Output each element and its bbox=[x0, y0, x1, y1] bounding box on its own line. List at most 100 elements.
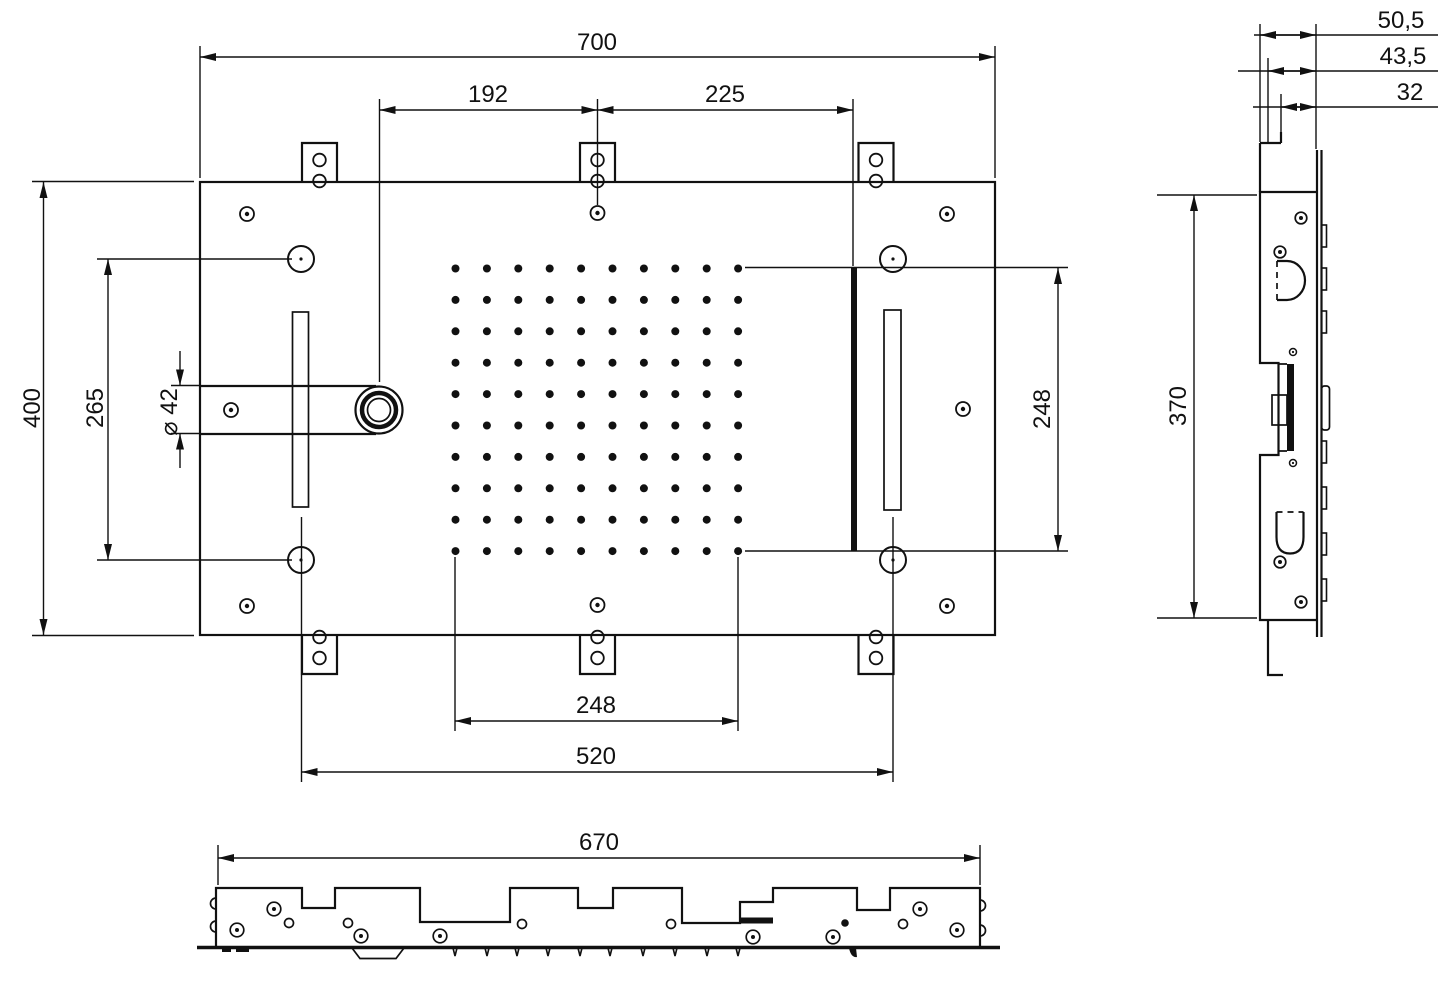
screw-hole-center bbox=[595, 210, 600, 216]
dim-370-extensions bbox=[1157, 194, 1257, 619]
mounting-tab-bottom-left bbox=[300, 635, 339, 676]
spring-clip bbox=[1320, 532, 1328, 556]
dim-520-label: 520 bbox=[576, 743, 616, 770]
dim-505-extensions bbox=[1259, 24, 1317, 149]
side-screw-center bbox=[1299, 600, 1303, 604]
side-top-hook bbox=[1258, 132, 1283, 192]
spray-nozzle bbox=[671, 515, 680, 524]
spray-nozzle bbox=[545, 358, 554, 367]
dim-192-label: 192 bbox=[468, 81, 508, 108]
side-screw-outer bbox=[1273, 245, 1287, 259]
spray-nozzle bbox=[451, 421, 460, 430]
spray-nozzle bbox=[671, 327, 680, 336]
dim-670-extensions bbox=[217, 845, 981, 885]
rivet-hole-outer bbox=[949, 922, 965, 938]
spray-nozzle bbox=[702, 421, 711, 430]
spray-nozzle bbox=[702, 484, 711, 493]
spray-nozzle bbox=[734, 452, 743, 461]
spray-nozzle bbox=[545, 327, 554, 336]
side-bottom-hook bbox=[1266, 620, 1283, 677]
spring-clip bbox=[1320, 486, 1328, 510]
spray-nozzle bbox=[482, 547, 491, 556]
lower-keyhole-cutout bbox=[1275, 512, 1305, 555]
dim-42-label: ⌀ 42 bbox=[156, 388, 183, 436]
nozzle-tick bbox=[452, 947, 458, 957]
spray-nozzle bbox=[577, 484, 586, 493]
spray-nozzle bbox=[577, 327, 586, 336]
rivet-hole-outer bbox=[912, 901, 928, 917]
left-slot bbox=[291, 311, 310, 508]
side-screw-center bbox=[1278, 560, 1282, 564]
dim-505-label: 50,5 bbox=[1378, 7, 1425, 34]
bottom-ticks bbox=[452, 947, 741, 957]
plain-hole bbox=[897, 918, 909, 930]
dim-700-extensions bbox=[199, 46, 996, 178]
screw-hole-center bbox=[595, 602, 600, 608]
spray-nozzle bbox=[451, 390, 460, 399]
tab-holes bbox=[312, 152, 884, 666]
spray-nozzle bbox=[577, 421, 586, 430]
screw-hole-outer bbox=[239, 206, 255, 222]
spray-nozzle bbox=[734, 264, 743, 273]
spray-nozzle bbox=[514, 327, 523, 336]
dim-225-label: 225 bbox=[705, 81, 745, 108]
dimensions: 700 192 225 400 265 ⌀ 42 248 248 520 bbox=[19, 7, 1438, 885]
tab-hole bbox=[868, 152, 884, 168]
dim-400-label: 400 bbox=[19, 388, 46, 428]
spray-nozzle bbox=[608, 295, 617, 304]
nozzle-tick bbox=[640, 947, 646, 957]
spray-nozzle bbox=[702, 547, 711, 556]
bottom-holes bbox=[229, 901, 965, 945]
spray-nozzle bbox=[702, 358, 711, 367]
spring-clip bbox=[1320, 224, 1328, 248]
dim-435-label: 43,5 bbox=[1380, 43, 1427, 70]
spray-nozzle bbox=[451, 358, 460, 367]
nozzle-tick bbox=[607, 947, 613, 957]
spray-nozzle bbox=[671, 452, 680, 461]
screw-hole-outer bbox=[939, 206, 955, 222]
bottom-dark-bar bbox=[740, 917, 773, 924]
spray-nozzle bbox=[608, 515, 617, 524]
mounting-tab-bottom-right bbox=[857, 635, 895, 676]
spray-nozzle bbox=[639, 358, 648, 367]
alignment-circle-center bbox=[299, 257, 303, 261]
spray-nozzle bbox=[577, 515, 586, 524]
spray-nozzle bbox=[671, 358, 680, 367]
spray-nozzle bbox=[514, 515, 523, 524]
rivet-hole-outer bbox=[353, 928, 369, 944]
rivet-hole-center bbox=[235, 928, 239, 932]
dim-670-label: 670 bbox=[579, 829, 619, 856]
rivet-hole-center bbox=[438, 934, 442, 938]
dim-248b-extensions bbox=[454, 557, 739, 731]
rivet-hole-outer bbox=[745, 929, 761, 945]
rivet-hole-outer bbox=[229, 922, 245, 938]
spray-nozzle bbox=[734, 358, 743, 367]
side-pin-hole bbox=[1288, 458, 1298, 468]
plain-hole bbox=[516, 918, 528, 930]
dim-32-label: 32 bbox=[1397, 79, 1424, 106]
spray-nozzle bbox=[545, 515, 554, 524]
side-center-bar bbox=[1287, 364, 1294, 451]
spring-clip bbox=[1320, 440, 1328, 464]
spray-nozzle bbox=[702, 264, 711, 273]
tab-hole bbox=[312, 629, 327, 645]
bottom-left-bumps bbox=[209, 897, 217, 933]
mounting-tab-bottom-center bbox=[578, 635, 617, 676]
spray-nozzle bbox=[545, 484, 554, 493]
side-screw-outer bbox=[1294, 211, 1308, 225]
spray-nozzle bbox=[482, 484, 491, 493]
spray-nozzle bbox=[608, 390, 617, 399]
side-screw-center bbox=[1278, 250, 1282, 254]
plate-outline bbox=[198, 180, 997, 637]
spray-nozzle bbox=[639, 484, 648, 493]
spray-nozzle bbox=[608, 358, 617, 367]
dim-248r-extensions bbox=[745, 266, 1068, 552]
screw-hole-center bbox=[244, 603, 250, 609]
rivet-hole-outer bbox=[266, 901, 282, 917]
screw-hole-outer bbox=[939, 598, 955, 614]
side-screw-holes bbox=[1273, 211, 1308, 609]
spray-nozzle bbox=[514, 264, 523, 273]
dim-520-extensions bbox=[300, 517, 894, 782]
spray-nozzle bbox=[608, 547, 617, 556]
